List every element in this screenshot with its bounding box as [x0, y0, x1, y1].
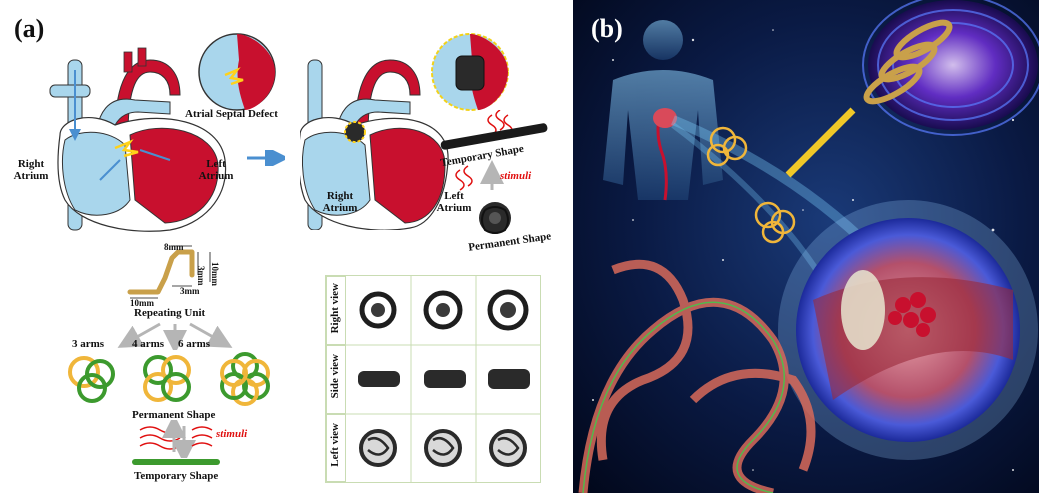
dim-10mm-vertical: 10mm: [210, 262, 220, 286]
temporary-shape-label-left: Temporary Shape: [134, 470, 219, 482]
view-label-cell-left: Left view: [326, 414, 346, 482]
arms-devices: [68, 352, 270, 406]
right-view-label: Right view: [329, 283, 341, 334]
heart-diagram-asd: [49, 47, 227, 232]
panel-b-illustration: (b): [573, 0, 1039, 493]
panel-b-letter: (b): [591, 14, 623, 43]
dim-3mm-horizontal: 3mm: [180, 286, 200, 296]
magnetic-coil: [785, 0, 1039, 178]
defect-zoom-circle: [198, 33, 276, 111]
views-image-grid: [346, 276, 540, 482]
arms-arrows: [117, 322, 233, 350]
left-atrium-label-1: Left Atrium: [198, 158, 234, 182]
right-atrium-label-1: Right Atrium: [13, 158, 49, 182]
dim-10mm-horizontal: 10mm: [130, 298, 154, 308]
stimuli-arrows-left: [139, 420, 213, 458]
repeating-unit-diagram: [127, 245, 211, 299]
left-atrium-label-2: Left Atrium: [436, 190, 472, 214]
permanent-shape-label-left: Permanent Shape: [132, 409, 216, 421]
stimuli-label-left: stimuli: [216, 428, 248, 440]
dim-8mm: 8mm: [164, 242, 184, 252]
heart-diagram-occluded: [300, 59, 449, 230]
space-scene: [573, 0, 1039, 493]
left-view-label: Left view: [329, 423, 341, 467]
arms-6-label: 6 arms: [178, 338, 211, 350]
panel-a-letter: (a): [14, 14, 45, 43]
dim-3mm-vertical: 3mm: [196, 266, 206, 286]
occluder-zoom-circle: [431, 33, 509, 111]
arms-3-label: 3 arms: [72, 338, 105, 350]
stimuli-label-right: stimuli: [500, 170, 532, 182]
view-label-cell-right: Right view: [326, 276, 346, 345]
right-atrium-label-2: Right Atrium: [322, 190, 358, 214]
temporary-shape-rod-left: [132, 459, 220, 465]
floating-devices: [706, 126, 796, 244]
views-table: Right view Side view Left view: [325, 275, 541, 483]
atrial-septal-defect-label: Atrial Septal Defect: [185, 108, 278, 120]
side-view-label: Side view: [329, 354, 341, 399]
shape-transition-right: [440, 110, 548, 234]
arms-4-label: 4 arms: [132, 338, 165, 350]
human-body: [603, 20, 723, 200]
repeating-unit-caption: Repeating Unit: [134, 307, 206, 319]
view-label-cell-side: Side view: [326, 345, 346, 414]
transition-arrow: [247, 150, 285, 166]
